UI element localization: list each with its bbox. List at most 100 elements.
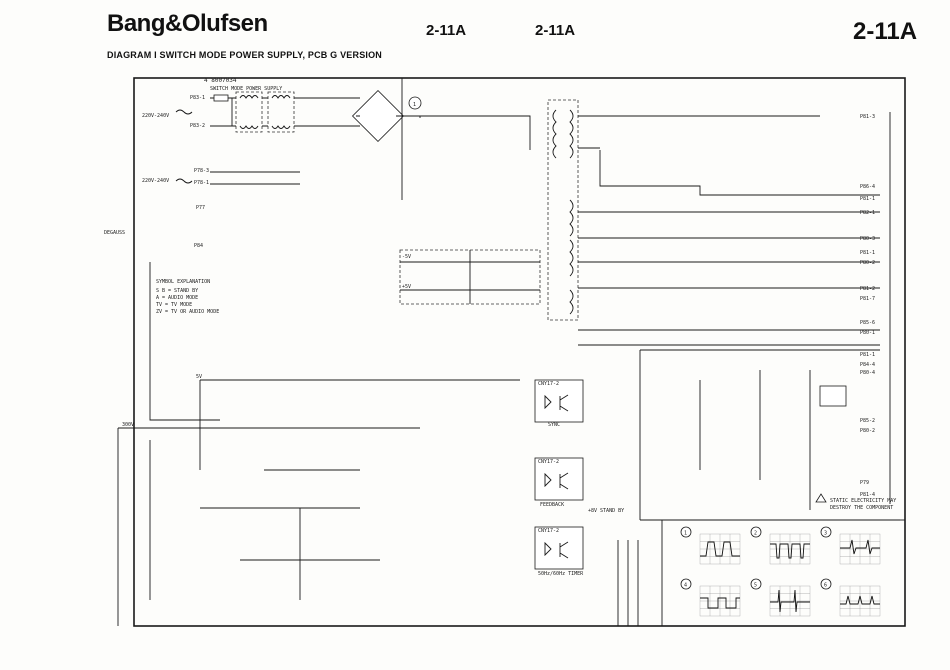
waveform-number: 2	[754, 531, 757, 537]
connector-p78-1: P78-1	[194, 180, 209, 186]
svg-text:P80-2: P80-2	[860, 428, 875, 434]
waveform-trace	[700, 597, 740, 609]
waveform-number: 5	[754, 583, 757, 589]
svg-text:FEEDBACK: FEEDBACK	[540, 502, 564, 508]
svg-text:P81-1: P81-1	[860, 250, 875, 256]
waveform-number-circle	[750, 578, 762, 590]
waveform-6: 6	[820, 578, 881, 617]
svg-text:P80-3: P80-3	[860, 236, 875, 242]
svg-text:P81-7: P81-7	[860, 296, 875, 302]
diagram-code-1: 2-11A	[426, 22, 467, 39]
svg-text:P81-1: P81-1	[860, 196, 875, 202]
scope-gridline	[840, 534, 880, 564]
waveform-thumbnails: 1 2 3 4 5 6	[680, 526, 881, 617]
waveform-number: 1	[684, 531, 687, 537]
connector-p78-3: P78-3	[194, 168, 209, 174]
svg-text:5V: 5V	[196, 374, 202, 380]
svg-text:CNY17-2: CNY17-2	[538, 459, 559, 465]
secondary-rails	[578, 115, 700, 346]
waveform-2: 2	[750, 526, 811, 565]
scope-gridline	[840, 534, 880, 564]
svg-text:CNY17-2: CNY17-2	[538, 528, 559, 534]
main-transformer-frame	[547, 99, 579, 321]
svg-text:P80-4: P80-4	[860, 370, 875, 376]
connector-p83-2: P83-2	[190, 123, 205, 129]
waveform-number: 4	[684, 583, 687, 589]
waveform-number-circle	[680, 526, 692, 538]
svg-text:P81-4: P81-4	[860, 492, 875, 498]
bridge-wiring	[330, 97, 420, 127]
filter-wiring	[232, 97, 330, 127]
diagram-code-main: 2-11A	[853, 18, 918, 45]
svg-text:P80-1: P80-1	[860, 330, 875, 336]
diagram-subtitle: DIAGRAM I SWITCH MODE POWER SUPPLY, PCB …	[107, 50, 382, 60]
svg-text:P84-4: P84-4	[860, 362, 875, 368]
svg-text:300V: 300V	[122, 422, 134, 428]
mains-aux-wiring	[175, 171, 300, 185]
control-wiring	[118, 262, 520, 600]
svg-text:P85-2: P85-2	[860, 418, 875, 424]
svg-text:P80-2: P80-2	[860, 260, 875, 266]
svg-text:50Hz/60Hz TIMER: 50Hz/60Hz TIMER	[538, 571, 584, 577]
scope-gridline	[840, 586, 880, 616]
svg-text:P79: P79	[860, 480, 869, 486]
waveform-number-circle	[820, 526, 832, 538]
waveform-1: 1	[680, 526, 741, 565]
bottom-flyback-lines	[617, 540, 639, 626]
waveform-4: 4	[680, 578, 741, 617]
optocoupler-ic1: SYNC CNY17-2	[534, 379, 584, 428]
svg-text:+5V: +5V	[402, 284, 411, 290]
waveform-5: 5	[750, 578, 811, 617]
board-outline	[133, 77, 906, 627]
scope-gridline	[700, 534, 740, 564]
waveform-3: 3	[820, 526, 881, 565]
right-control-wiring	[639, 349, 900, 521]
regulator-ic	[819, 385, 847, 407]
scope-gridline	[700, 534, 740, 564]
waveform-panel	[661, 519, 906, 627]
waveform-number-circle	[750, 526, 762, 538]
svg-text:CNY17-2: CNY17-2	[538, 381, 559, 387]
brand-logo: Bang&Olufsen	[107, 10, 268, 37]
board-title: SWITCH MODE POWER SUPPLY	[210, 86, 282, 92]
static-note-line-1: STATIC ELECTRICITY MAY	[830, 498, 896, 504]
connector-p83-1: P83-1	[190, 95, 205, 101]
svg-text:P86-4: P86-4	[860, 184, 875, 190]
svg-text:P81-3: P81-3	[860, 114, 875, 120]
symbol-tv: TV = TV MODE	[156, 302, 192, 308]
test-point-1-label: 1	[413, 102, 416, 108]
mains-label-b: 220V-240V	[142, 178, 169, 184]
waveform-trace	[840, 539, 880, 555]
degauss-label: DEGAUSS	[104, 230, 125, 236]
symbol-sb: S B = STAND BY	[156, 288, 198, 294]
test-point-1	[408, 96, 422, 110]
scope-gridline	[840, 586, 880, 616]
svg-text:P82-1: P82-1	[860, 210, 875, 216]
waveform-number-circle	[680, 578, 692, 590]
symbol-explanation-title: SYMBOL EXPLANATION	[156, 279, 210, 285]
scope-gridline	[700, 586, 740, 616]
aux-supply-wiring	[400, 250, 540, 304]
output-rails	[670, 115, 880, 346]
optocoupler-ic3: 50Hz/60Hz TIMER CNY17-2	[534, 526, 584, 577]
mains-input-wiring	[175, 97, 233, 127]
scope-gridline	[770, 586, 810, 616]
connector-p77: P77	[196, 205, 205, 211]
waveform-trace	[770, 589, 810, 613]
bridge-rectifier	[351, 89, 405, 143]
svg-text:-5V: -5V	[402, 254, 411, 260]
main-hv-rail	[401, 78, 531, 200]
transformer-windings	[552, 109, 574, 315]
symbol-zv: ZV = TV OR AUDIO MODE	[156, 309, 219, 315]
connector-p84: P84	[194, 243, 203, 249]
svg-text:SYNC: SYNC	[548, 422, 560, 428]
svg-text:P81-2: P81-2	[860, 286, 875, 292]
line-filter-l2	[267, 91, 295, 133]
static-warning-icon	[815, 493, 827, 503]
svg-text:P81-1: P81-1	[860, 352, 875, 358]
line-filter-l1	[235, 91, 263, 133]
waveform-trace	[700, 541, 740, 557]
fuse-si1	[213, 94, 229, 102]
